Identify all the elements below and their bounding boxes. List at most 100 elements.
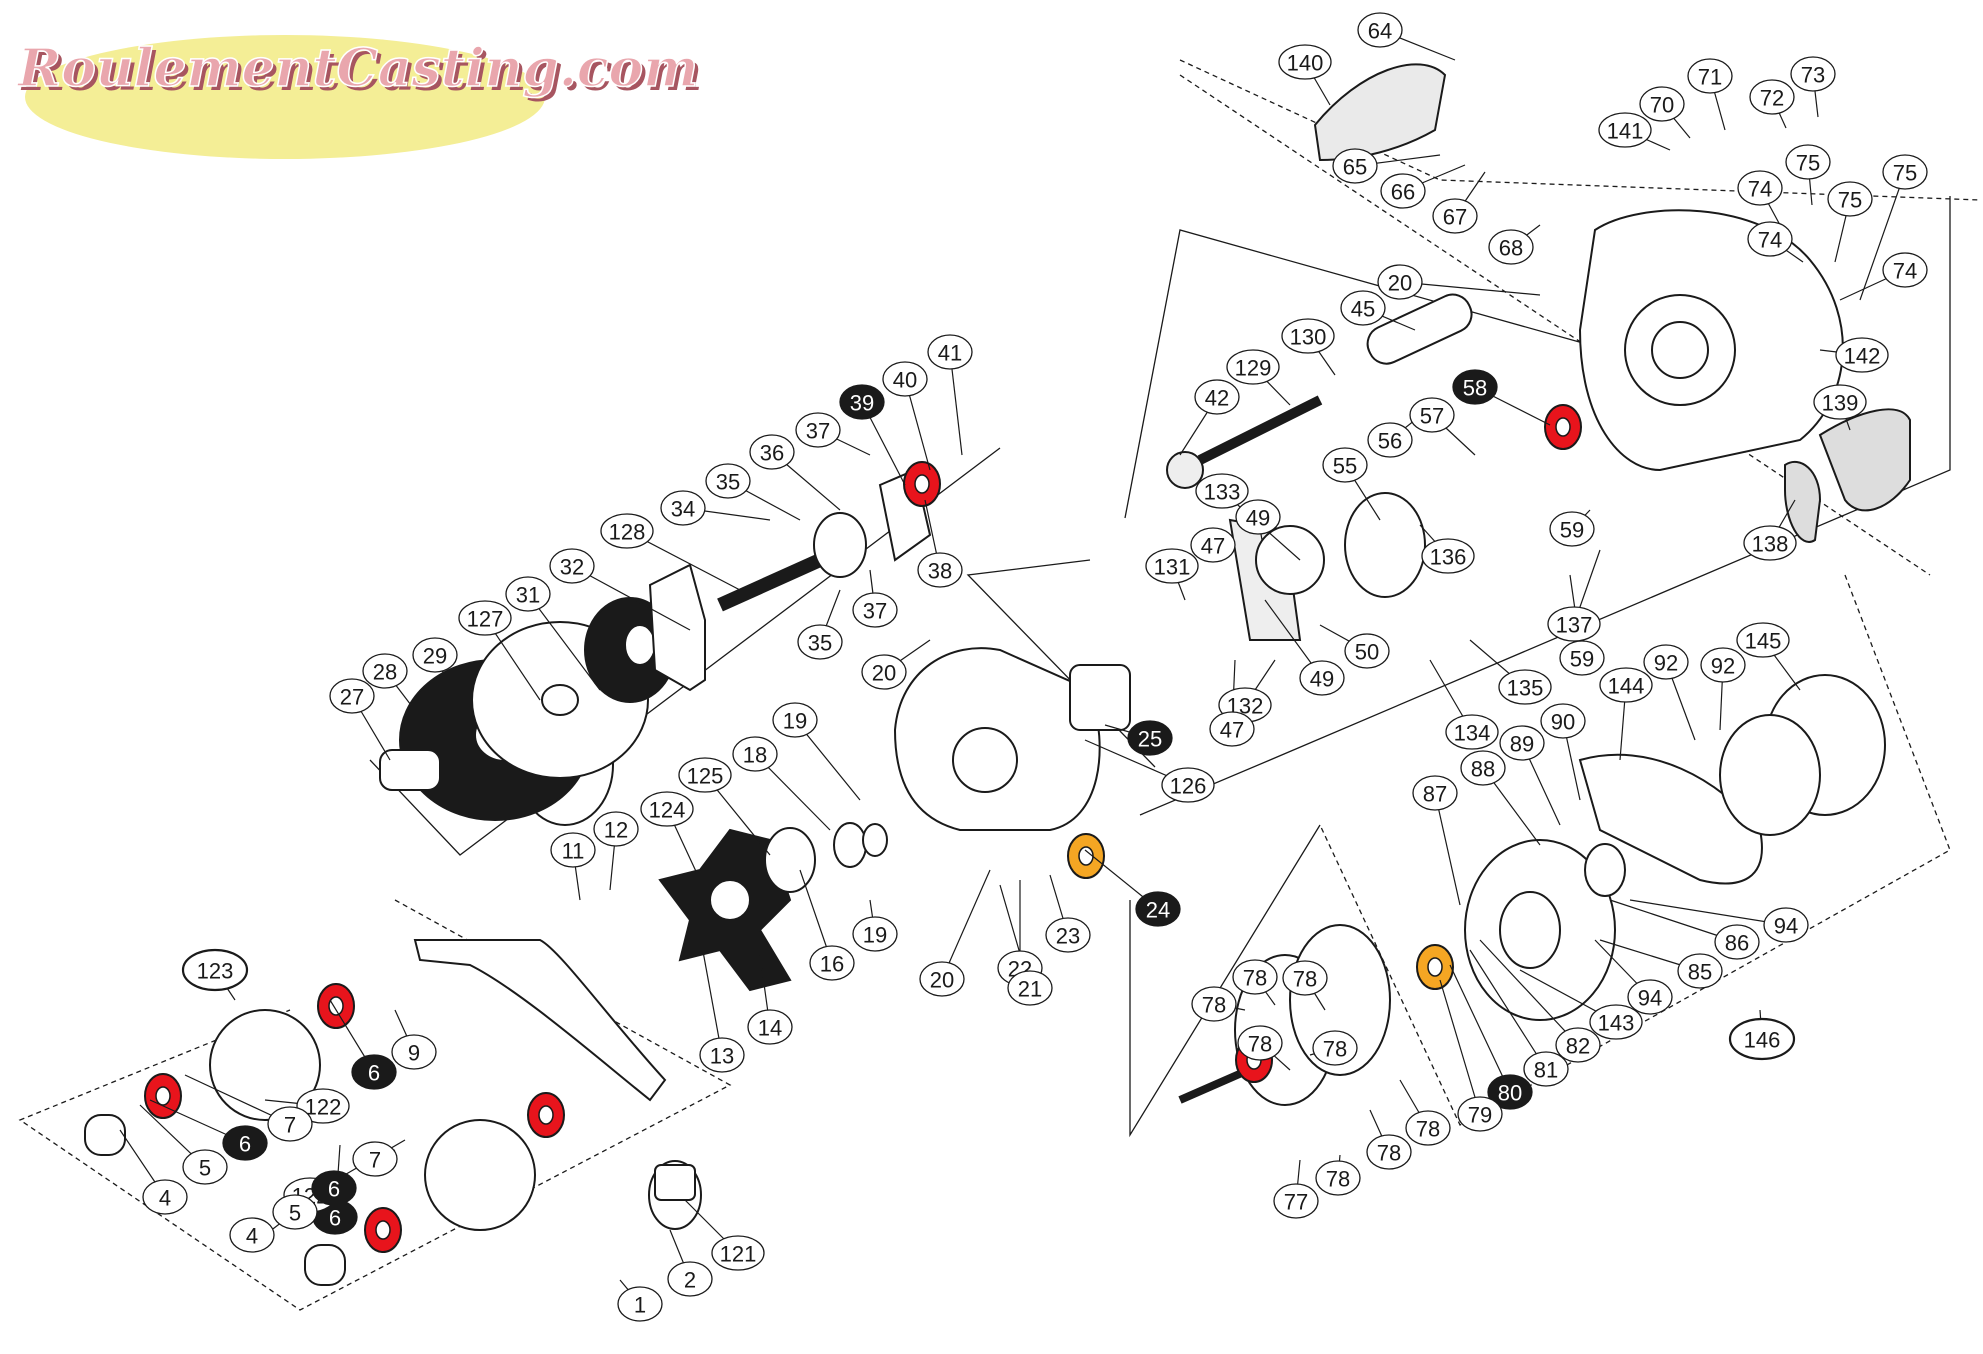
callout-21: 21 [1007, 970, 1053, 1006]
callout-78: 78 [1312, 1030, 1358, 1066]
spool-outline [1129, 824, 1321, 1138]
callout-number: 59 [1560, 518, 1584, 543]
callout-145: 145 [1736, 622, 1790, 658]
callout-number: 125 [687, 764, 724, 789]
callout-number: 24 [1146, 898, 1170, 923]
callout-74: 74 [1882, 252, 1928, 288]
callout-bubble [927, 334, 973, 370]
callout-bubble [1747, 221, 1793, 257]
bearing-6b-bore [155, 1086, 171, 1106]
callout-18: 18 [732, 736, 778, 772]
callout-28: 28 [362, 653, 408, 689]
pinion-gear-34 [813, 512, 867, 578]
callout-4: 4 [229, 1217, 275, 1253]
callout-bubble [182, 1149, 228, 1185]
callout-bubble [667, 1261, 713, 1297]
callout-number: 146 [1744, 1028, 1781, 1053]
leader-line-94 [1629, 899, 1787, 926]
callout-number: 94 [1774, 914, 1798, 939]
callout-89: 89 [1499, 725, 1545, 761]
callout-29: 29 [412, 637, 458, 673]
callout-number: 35 [716, 470, 740, 495]
callout-78: 78 [1282, 960, 1328, 996]
callout-bubble [1237, 1025, 1283, 1061]
callout-127: 127 [458, 600, 512, 636]
bearing-6d-bore [375, 1220, 391, 1240]
callout-bubble [1135, 891, 1181, 927]
callout-number: 78 [1323, 1037, 1347, 1062]
callout-77: 77 [1273, 1183, 1319, 1219]
callout-number: 13 [710, 1044, 734, 1069]
callout-bubble [1555, 1027, 1601, 1063]
callout-number: 80 [1498, 1081, 1522, 1106]
gear-group-outline [369, 447, 1001, 856]
callout-82: 82 [1555, 1027, 1601, 1063]
callout-bubble [1882, 252, 1928, 288]
callout-bubble [1882, 154, 1928, 190]
callout-92: 92 [1643, 644, 1689, 680]
callout-number: 128 [609, 520, 646, 545]
callout-86: 86 [1714, 924, 1760, 960]
callout-number: 141 [1607, 119, 1644, 144]
callout-bubble [1827, 181, 1873, 217]
callout-number: 133 [1204, 480, 1241, 505]
callout-bubble [1559, 640, 1605, 676]
callout-bubble [329, 678, 375, 714]
callout-57: 57 [1409, 397, 1455, 433]
leader-line-13 [699, 934, 723, 1056]
callout-number: 34 [671, 497, 695, 522]
callout-50: 50 [1344, 633, 1390, 669]
callout-bubble [1714, 924, 1760, 960]
main-shaft-128 [717, 553, 823, 612]
callout-bubble [882, 361, 928, 397]
callout-number: 27 [340, 685, 364, 710]
callout-bubble [352, 1141, 398, 1177]
callout-number: 16 [820, 952, 844, 977]
callout-number: 25 [1138, 727, 1162, 752]
callout-bubble [1045, 917, 1091, 953]
callout-85: 85 [1677, 953, 1723, 989]
callout-bubble [772, 702, 818, 738]
callout-bubble [795, 412, 841, 448]
drag-plate-32 [648, 563, 706, 692]
callout-bubble [1145, 548, 1199, 584]
callout-bubble [852, 592, 898, 628]
callout-number: 31 [516, 583, 540, 608]
nut-121 [654, 1164, 696, 1201]
pinion-gear-42 [1166, 451, 1204, 489]
callout-74: 74 [1747, 221, 1793, 257]
callout-36: 36 [749, 434, 795, 470]
callout-number: 124 [649, 798, 686, 823]
callout-number: 5 [289, 1201, 301, 1226]
callout-128: 128 [600, 513, 654, 549]
callout-9: 9 [391, 1034, 437, 1070]
callout-number: 11 [562, 839, 585, 864]
callout-bubble [1643, 644, 1689, 680]
callout-7: 7 [352, 1141, 398, 1177]
callout-39: 39 [839, 384, 885, 420]
callout-number: 50 [1355, 640, 1379, 665]
callout-number: 78 [1248, 1032, 1272, 1057]
callout-bubble [1315, 1160, 1361, 1196]
callout-number: 57 [1420, 404, 1444, 429]
callout-number: 138 [1752, 532, 1789, 557]
callout-bubble [351, 1054, 397, 1090]
callout-81: 81 [1523, 1051, 1569, 1087]
callout-42: 42 [1194, 379, 1240, 415]
callout-number: 56 [1378, 429, 1402, 454]
callout-number: 139 [1822, 391, 1859, 416]
callout-bubble [1599, 667, 1653, 703]
callout-75: 75 [1882, 154, 1928, 190]
callout-bubble [1589, 1004, 1643, 1040]
callout-64: 64 [1357, 12, 1403, 48]
callout-number: 88 [1471, 757, 1495, 782]
callout-bubble [1432, 198, 1478, 234]
leader-line-20 [941, 869, 991, 980]
callout-number: 72 [1760, 86, 1784, 111]
callout-bubble [640, 791, 694, 827]
callout-bubble [1409, 397, 1455, 433]
callout-number: 55 [1333, 454, 1357, 479]
callout-number: 1 [634, 1293, 646, 1318]
callout-number: 64 [1368, 19, 1392, 44]
callout-12: 12 [593, 811, 639, 847]
